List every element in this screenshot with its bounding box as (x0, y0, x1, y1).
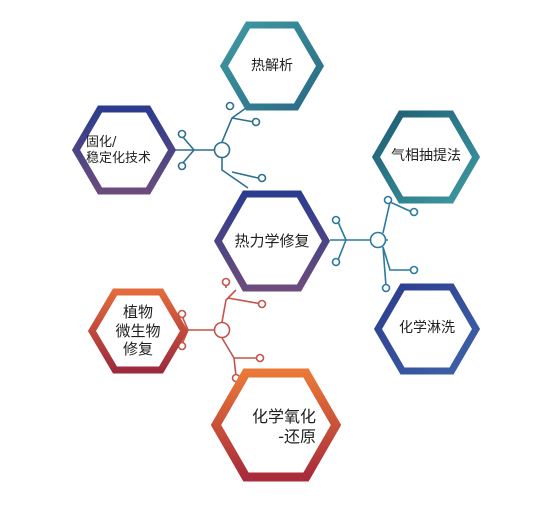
node-left-line-1: 植物 (122, 302, 153, 321)
node-label-center: 热力学修复 (216, 226, 328, 256)
node-hexagon-upper-right (371, 110, 481, 204)
connector-dot (221, 277, 231, 287)
node-left-line-2: 微生物 (115, 321, 161, 340)
node-hexagon-bottom (210, 368, 342, 482)
connector-dot (331, 257, 341, 267)
connector-hub (213, 321, 231, 339)
node-hexagon-top (219, 21, 325, 111)
connector-dot (251, 117, 261, 127)
connector-dot (409, 265, 419, 275)
connector-hub-to-center (221, 289, 237, 323)
node-upper-left-line-1: 固化/ (86, 134, 117, 150)
connector-dot (331, 215, 341, 225)
connector-dot (409, 207, 419, 217)
node-label-bottom: 化学氧化 -还原 (214, 404, 338, 450)
node-hexagon-upper-left (71, 105, 177, 195)
node-label-right: 化学淋洗 (376, 314, 478, 344)
connector-dot (177, 161, 187, 171)
node-upper-right-line-1: 气相抽提法 (391, 148, 461, 165)
connector-dot (177, 309, 187, 319)
node-right-line-1: 化学淋洗 (399, 320, 455, 337)
connector-dot (257, 173, 267, 183)
connector-branch-up (181, 107, 259, 179)
connector-dot (255, 353, 265, 363)
connector-dot (383, 195, 393, 205)
node-hexagon-center (213, 190, 331, 292)
node-center-line-1: 热力学修复 (234, 231, 310, 250)
connector-hub (213, 141, 231, 159)
node-top-line-1: 热解析 (251, 58, 293, 75)
node-label-upper-left: 固化/ 稳定化技术 (74, 130, 174, 172)
connector-hub (369, 231, 387, 249)
connector-dot (177, 129, 187, 139)
node-label-top: 热解析 (222, 52, 322, 82)
node-bottom-line-1: 化学氧化 (251, 407, 316, 426)
connector-dot (257, 299, 267, 309)
node-hexagon-left (87, 288, 189, 374)
node-label-left: 植物 微生物 修复 (90, 296, 186, 366)
node-hexagon-right (373, 283, 481, 375)
connector-hub-to-center (221, 158, 249, 189)
node-upper-left-line-2: 稳定化技术 (86, 151, 152, 166)
connector-dot (381, 283, 391, 293)
connector-right-group (330, 195, 419, 293)
node-bottom-line-2: -还原 (278, 427, 316, 446)
node-label-upper-right: 气相抽提法 (374, 142, 478, 172)
node-left-line-3: 修复 (122, 340, 153, 359)
connector-dot (225, 101, 235, 111)
connector-top-group (170, 101, 267, 189)
